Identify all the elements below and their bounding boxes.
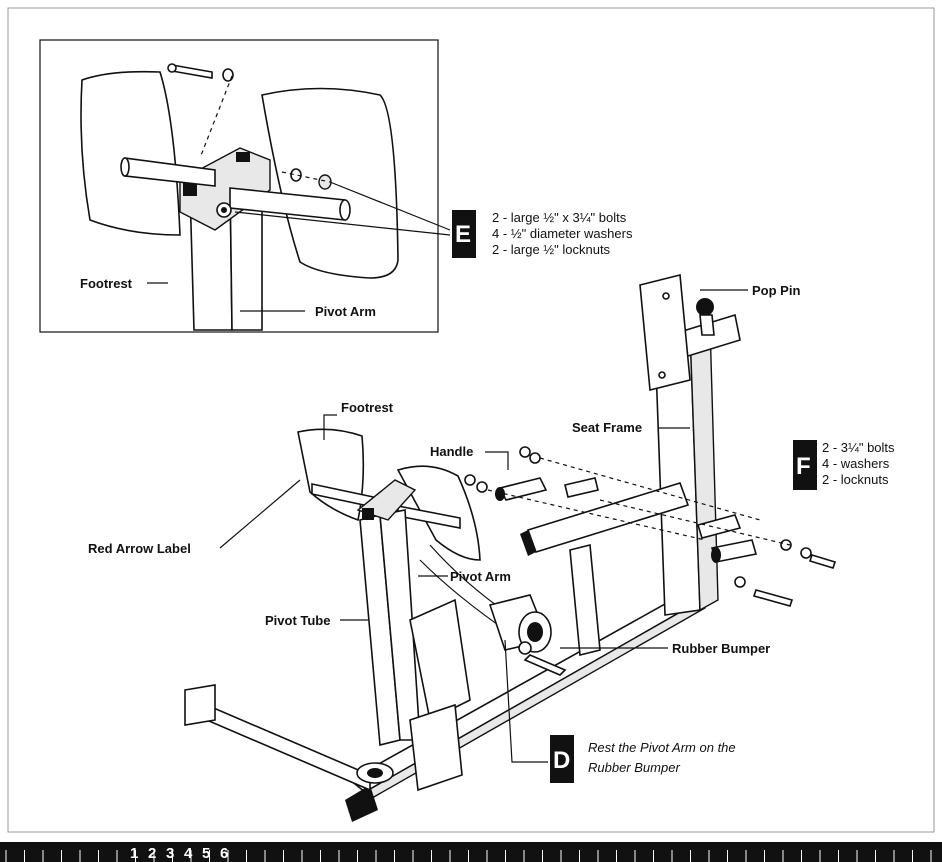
callout-d: D Rest the Pivot Arm on the Rubber Bumpe…: [550, 735, 736, 783]
step-5: 5: [202, 845, 210, 862]
inset-pivot-arm-label: Pivot Arm: [315, 304, 376, 319]
callout-d-letter: D: [553, 747, 570, 774]
pivot-tube-label: Pivot Tube: [265, 613, 330, 628]
callout-f-line-1: 2 - 3¼" bolts: [822, 440, 895, 455]
callout-e-line-3: 2 - large ½" locknuts: [492, 242, 611, 257]
page-border: [7, 7, 935, 833]
step-6: 6: [220, 845, 228, 862]
callout-f-badge: [793, 440, 817, 490]
callout-d-line-1: Rest the Pivot Arm on the: [588, 740, 736, 755]
callout-e-letter: E: [455, 221, 471, 248]
rubber-bumper-label: Rubber Bumper: [672, 641, 770, 656]
pop-pin-label: Pop Pin: [752, 283, 800, 298]
step-4: 4: [184, 845, 193, 862]
red-arrow-label: Red Arrow Label: [88, 541, 191, 556]
callout-f: F 2 - 3¼" bolts 4 - washers 2 - locknuts: [793, 440, 895, 490]
seat-frame-label: Seat Frame: [572, 420, 642, 435]
inset-detail: Footrest Pivot Arm: [39, 39, 451, 333]
inset-footrest-label: Footrest: [80, 276, 133, 291]
leader-lines: [219, 289, 748, 763]
callout-f-line-2: 4 - washers: [822, 456, 890, 471]
machine-illustration: [184, 273, 837, 822]
step-bar-ticks: [5, 850, 932, 862]
callout-f-line-3: 2 - locknuts: [822, 472, 889, 487]
callout-d-badge: [550, 735, 574, 783]
callout-e-line-2: 4 - ½" diameter washers: [492, 226, 633, 241]
step-1: 1: [130, 845, 138, 862]
footrest-label: Footrest: [341, 400, 394, 415]
handle-label: Handle: [430, 444, 473, 459]
callout-e-badge: [452, 210, 476, 258]
callout-e-line-1: 2 - large ½" x 3¼" bolts: [492, 210, 627, 225]
pivot-arm-label: Pivot Arm: [450, 569, 511, 584]
callout-d-line-2: Rubber Bumper: [588, 760, 680, 775]
step-2: 2: [148, 845, 156, 862]
step-progress-bar: 1 2 3 4 5 6: [0, 842, 942, 862]
step-3: 3: [166, 845, 174, 862]
callout-f-letter: F: [796, 453, 811, 480]
callout-e: E 2 - large ½" x 3¼" bolts 4 - ½" diamet…: [452, 210, 633, 258]
